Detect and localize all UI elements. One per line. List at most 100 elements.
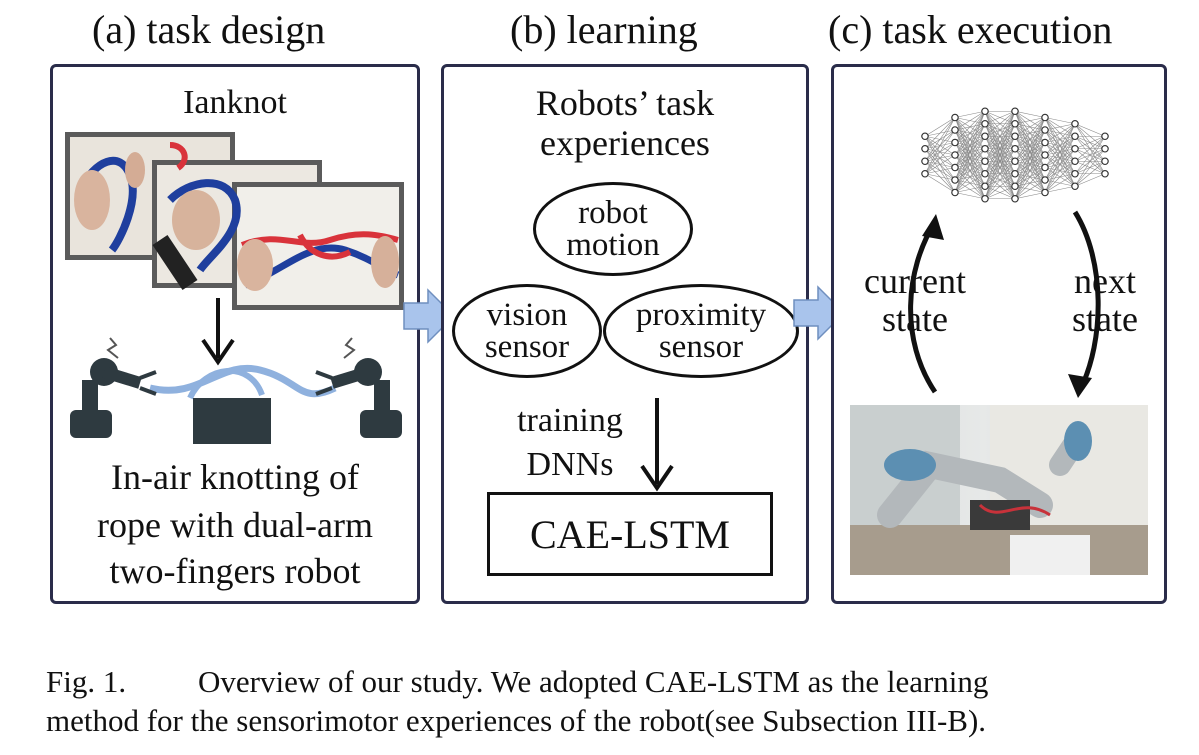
nn-node bbox=[1011, 157, 1019, 166]
nn-edge bbox=[984, 111, 1016, 187]
nn-node bbox=[981, 194, 989, 203]
nn-edge bbox=[1074, 136, 1106, 187]
nn-edge bbox=[924, 142, 956, 174]
nn-edge bbox=[1074, 173, 1106, 187]
nn-node bbox=[1071, 182, 1079, 191]
nn-node bbox=[1011, 132, 1019, 141]
nn-edge bbox=[924, 167, 956, 175]
nn-edge bbox=[1014, 192, 1046, 200]
nn-edge bbox=[1044, 148, 1076, 193]
nn-node bbox=[1041, 126, 1049, 134]
nn-edge bbox=[1014, 154, 1046, 199]
nn-edge bbox=[984, 123, 1016, 199]
nn-node bbox=[921, 169, 929, 178]
vision-sensor-label-1: vision bbox=[486, 297, 568, 333]
panel-b-title: (b) learning bbox=[510, 7, 698, 52]
nn-edge bbox=[1014, 117, 1046, 137]
caption-line-1: Overview of our study. We adopted CAE-LS… bbox=[198, 664, 989, 699]
training-label-line-2: DNNs bbox=[526, 446, 614, 483]
nn-edge bbox=[924, 117, 956, 162]
nn-edge bbox=[984, 173, 1016, 199]
nn-edge bbox=[954, 123, 986, 193]
nn-node bbox=[1041, 188, 1049, 197]
nn-edge bbox=[924, 173, 956, 181]
nn-node bbox=[981, 182, 989, 191]
vision-sensor-node: vision sensor bbox=[452, 284, 602, 378]
nn-edge bbox=[1074, 135, 1106, 150]
caption-prefix: Fig. 1. bbox=[46, 664, 127, 699]
experiences-header-line-2: experiences bbox=[540, 123, 710, 163]
training-label-line-1: training bbox=[517, 402, 623, 439]
task-name: Ianknot bbox=[183, 84, 287, 121]
nn-edge bbox=[954, 110, 986, 131]
nn-node bbox=[1101, 169, 1109, 178]
proximity-sensor-node: proximity sensor bbox=[603, 284, 799, 378]
nn-edge bbox=[954, 173, 986, 193]
nn-node bbox=[921, 157, 929, 166]
nn-edge bbox=[1044, 123, 1076, 143]
nn-node bbox=[1101, 144, 1109, 153]
nn-edge bbox=[1044, 161, 1076, 193]
nn-node bbox=[1071, 169, 1079, 178]
nn-node bbox=[1071, 157, 1079, 166]
nn-edge bbox=[1074, 161, 1106, 187]
nn-node bbox=[981, 132, 989, 141]
nn-edge bbox=[984, 111, 1016, 137]
nn-edge bbox=[1014, 110, 1046, 118]
robot-motion-label-2: motion bbox=[566, 227, 660, 263]
nn-edge bbox=[1044, 123, 1076, 193]
cae-lstm-model-box: CAE-LSTM bbox=[487, 492, 773, 576]
nn-edge bbox=[954, 192, 986, 200]
nn-edge bbox=[924, 117, 956, 137]
nn-edge bbox=[924, 154, 956, 175]
current-state-line-2: state bbox=[882, 299, 948, 339]
nn-edge bbox=[1044, 185, 1076, 193]
nn-node bbox=[981, 107, 989, 116]
task-description-line-3: two-fingers robot bbox=[109, 551, 361, 591]
nn-node bbox=[951, 176, 959, 184]
nn-node bbox=[1041, 113, 1049, 122]
vision-sensor-label-2: sensor bbox=[484, 329, 570, 365]
nn-edge bbox=[924, 117, 956, 174]
nn-node bbox=[1011, 182, 1019, 191]
nn-edge bbox=[984, 111, 1016, 174]
nn-node bbox=[1011, 107, 1019, 116]
nn-edge bbox=[984, 148, 1016, 199]
nn-edge bbox=[1014, 117, 1046, 149]
nn-edge bbox=[954, 185, 986, 193]
nn-node bbox=[951, 126, 959, 134]
nn-edge bbox=[1044, 123, 1076, 181]
current-state-line-1: current bbox=[864, 261, 966, 301]
nn-edge bbox=[1074, 123, 1106, 137]
nn-node bbox=[951, 151, 959, 159]
nn-edge bbox=[1044, 123, 1076, 156]
nn-edge bbox=[954, 136, 986, 193]
nn-edge bbox=[954, 111, 986, 156]
nn-edge bbox=[924, 117, 956, 149]
nn-node bbox=[951, 188, 959, 197]
nn-node bbox=[921, 144, 929, 153]
nn-node bbox=[1011, 194, 1019, 203]
nn-edge bbox=[1074, 148, 1106, 187]
nn-node bbox=[1011, 119, 1019, 128]
nn-edge bbox=[954, 148, 986, 193]
task-description-line-2: rope with dual-arm bbox=[97, 505, 373, 545]
nn-edge bbox=[1014, 117, 1046, 187]
nn-edge bbox=[924, 129, 956, 174]
caption-line-2: method for the sensorimotor experiences … bbox=[46, 703, 987, 738]
task-description-line-1: In-air knotting of bbox=[111, 457, 359, 497]
nn-node bbox=[981, 169, 989, 178]
nn-edge bbox=[1014, 179, 1046, 200]
nn-edge bbox=[984, 111, 1016, 149]
nn-edge bbox=[1014, 117, 1046, 125]
nn-edge bbox=[1044, 123, 1076, 131]
robot-motion-node: robot motion bbox=[533, 182, 693, 276]
nn-node bbox=[1071, 144, 1079, 153]
nn-node bbox=[981, 119, 989, 128]
robot-motion-label-1: robot bbox=[578, 195, 648, 231]
